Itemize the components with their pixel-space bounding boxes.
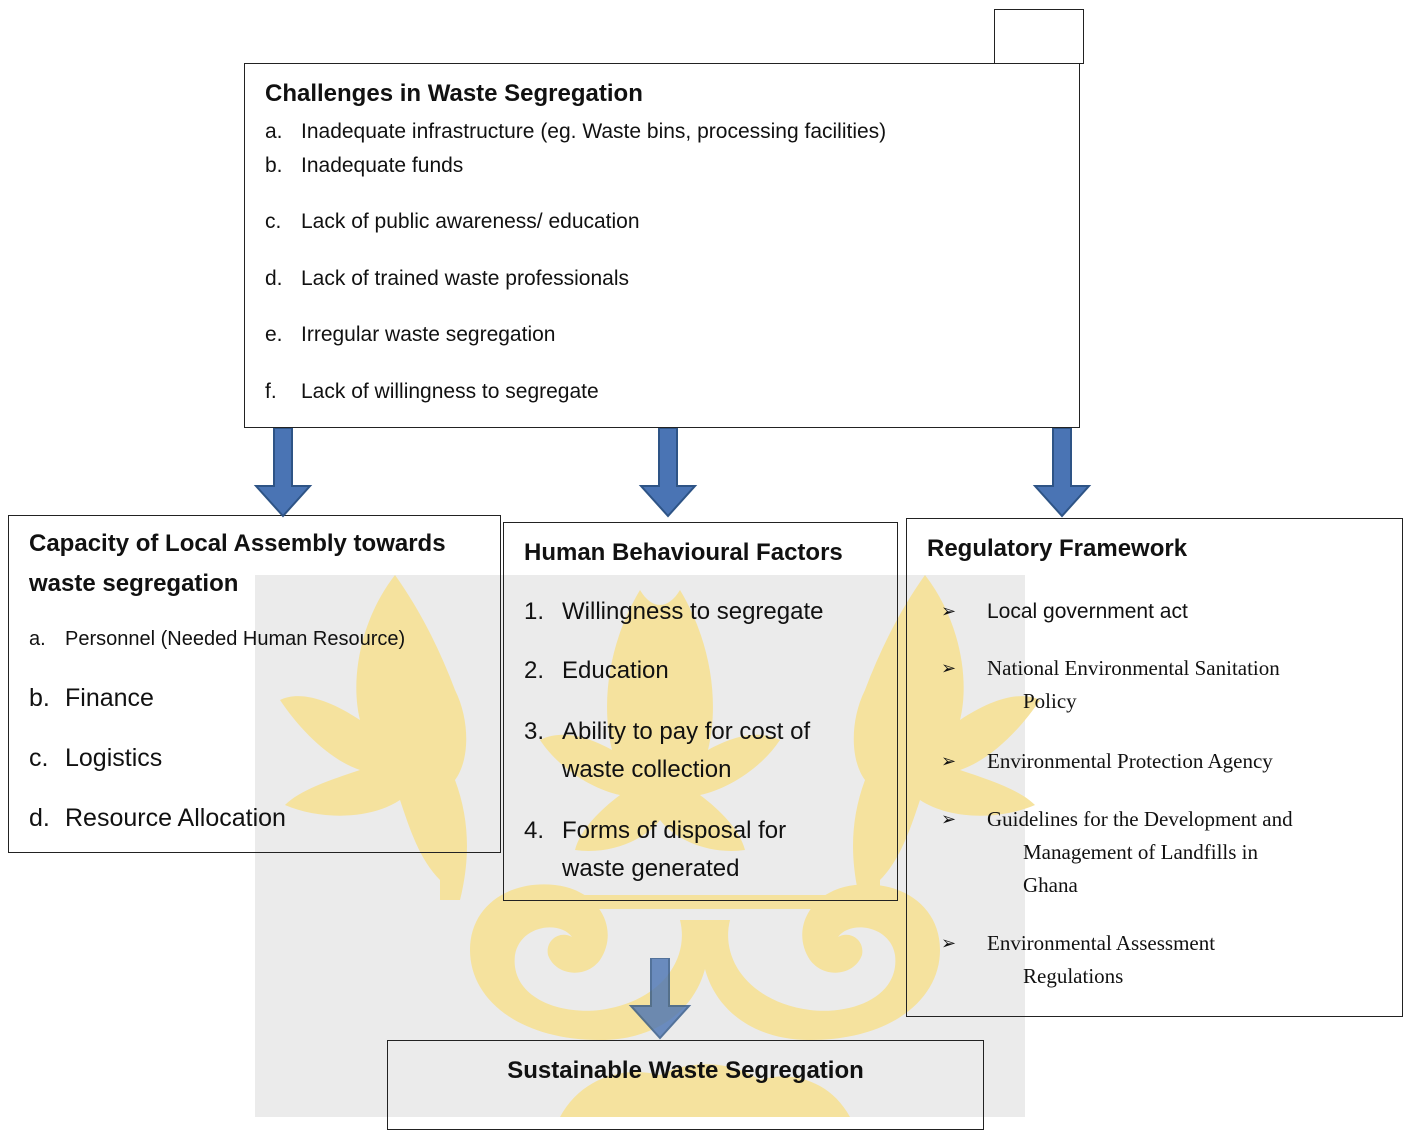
challenge-item: b.Inadequate funds: [265, 154, 464, 177]
challenges-box: Challenges in Waste Segregation a.Inadeq…: [244, 63, 1080, 428]
capacity-title-line2: waste segregation: [29, 570, 239, 597]
watermark-frond-left: [280, 575, 467, 900]
challenge-item: a.Inadequate infrastructure (eg. Waste b…: [265, 120, 887, 143]
challenge-item: c.Lack of public awareness/ education: [265, 210, 640, 233]
capacity-item: b.Finance: [29, 684, 154, 712]
regulatory-item: ➢ Environmental Protection Agency: [941, 749, 1273, 773]
arrow-down-left: [253, 428, 313, 518]
arrow-down-center: [638, 428, 698, 518]
regulatory-title: Regulatory Framework: [927, 535, 1188, 562]
regulatory-item: ➢ Local government act: [941, 600, 1188, 623]
blank-box: [994, 9, 1084, 64]
human-factor-item: 3.Ability to pay for cost of waste colle…: [524, 718, 811, 783]
regulatory-box: Regulatory Framework ➢ Local government …: [906, 518, 1403, 1017]
challenges-title: Challenges in Waste Segregation: [265, 80, 643, 107]
capacity-item: a.Personnel (Needed Human Resource): [29, 628, 406, 650]
human-factor-item: 4.Forms of disposal for waste generated: [524, 817, 787, 882]
challenge-item: d.Lack of trained waste professionals: [265, 267, 630, 290]
human-factor-item: 2.Education: [524, 657, 669, 684]
challenge-item: f.Lack of willingness to segregate: [265, 380, 599, 403]
watermark-bottom-leaf: [560, 1064, 850, 1117]
watermark-scroll-left: [470, 884, 709, 1040]
watermark-scroll-right: [701, 884, 940, 1040]
watermark-bar: [545, 895, 865, 909]
watermark-frond-right: [853, 575, 1040, 900]
capacity-item: c.Logistics: [29, 744, 163, 772]
capacity-item: d.Resource Allocation: [29, 804, 286, 832]
arrow-down-outcome: [628, 958, 692, 1040]
arrow-down-right: [1032, 428, 1092, 518]
watermark-frond-center: [540, 590, 780, 851]
challenge-item: e.Irregular waste segregation: [265, 323, 556, 346]
outcome-title: Sustainable Waste Segregation: [507, 1057, 864, 1084]
human-factor-item: 1.Willingness to segregate: [524, 598, 824, 625]
capacity-title-line1: Capacity of Local Assembly towards: [29, 530, 446, 557]
capacity-box: Capacity of Local Assembly towards waste…: [8, 515, 501, 853]
human-factors-box: Human Behavioural Factors 1.Willingness …: [503, 522, 898, 901]
human-factors-title: Human Behavioural Factors: [524, 539, 843, 566]
